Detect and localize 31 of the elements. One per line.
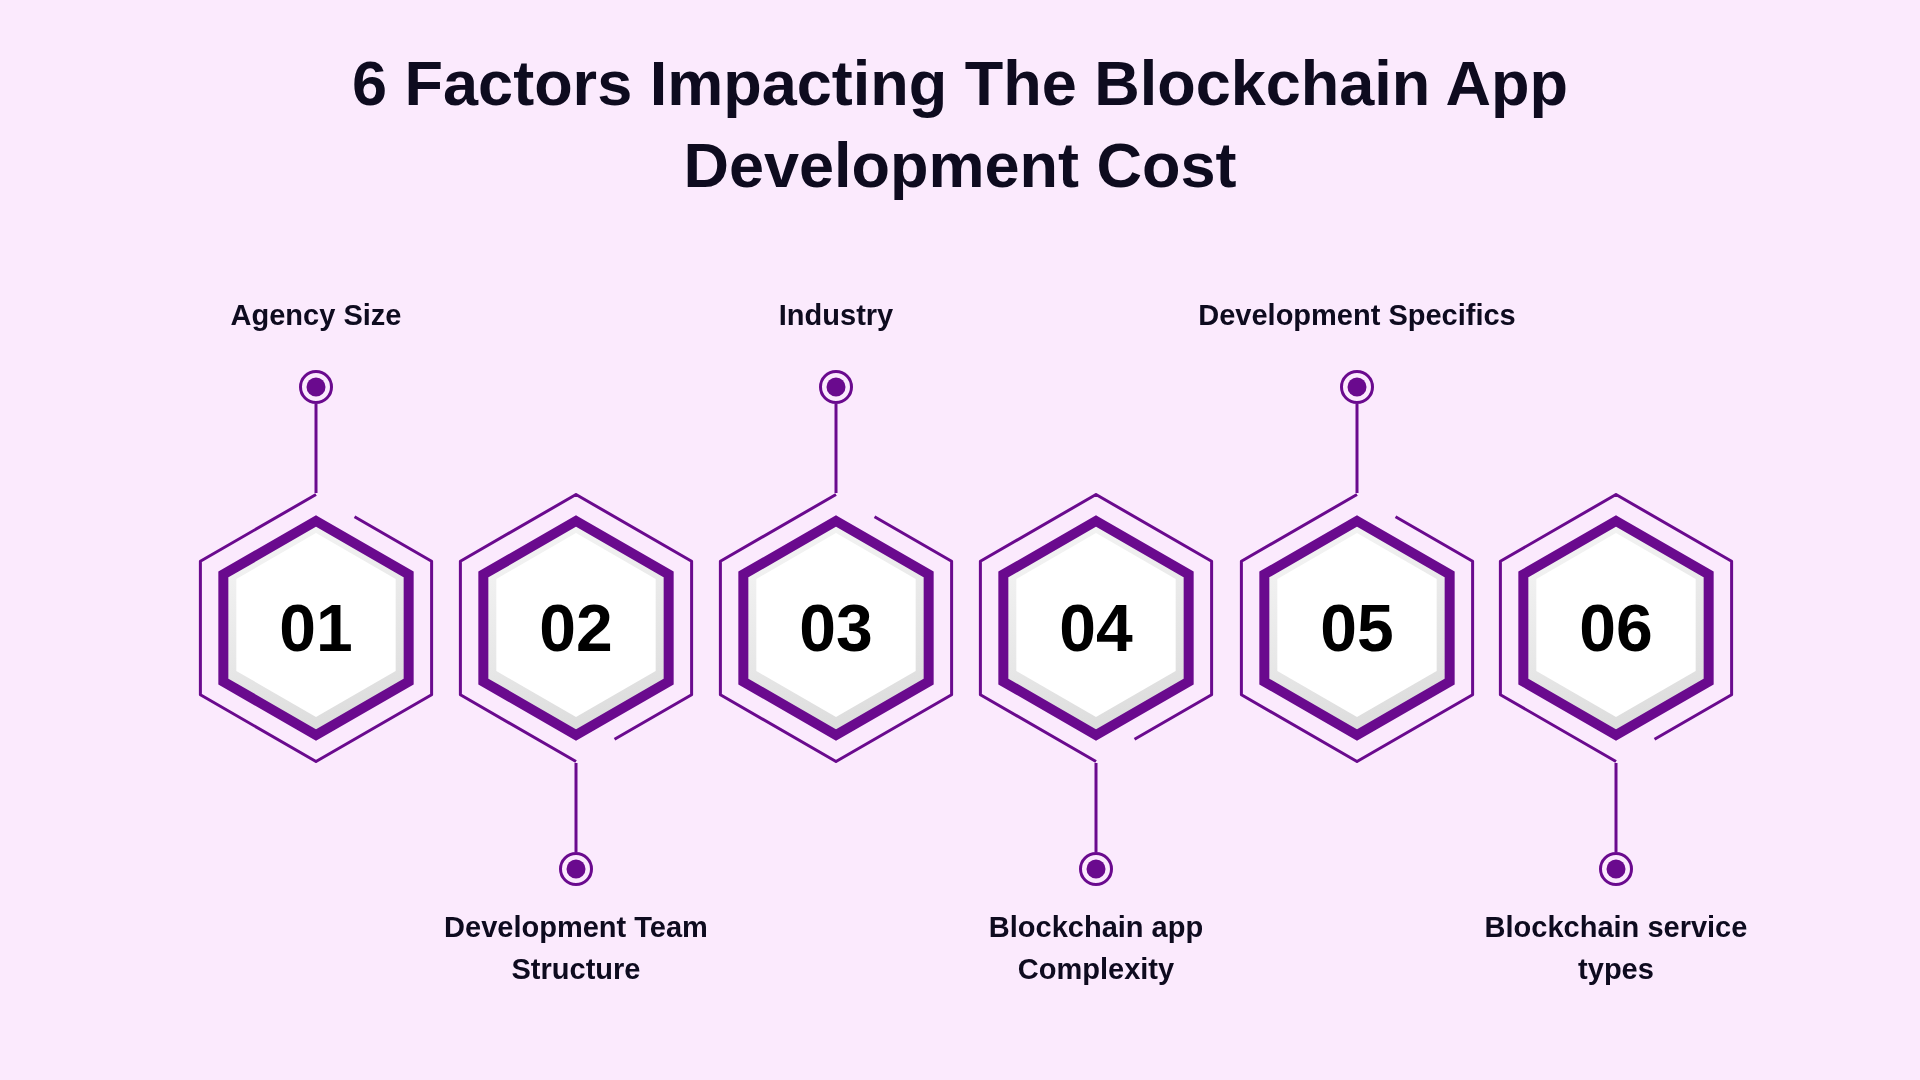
leader-line (1355, 404, 1359, 493)
step-number: 04 (1059, 595, 1133, 661)
factor-label: Agency Size (229, 298, 403, 333)
leader-line (1094, 763, 1098, 852)
ring-dot-icon (1599, 852, 1633, 886)
hexagon-badge (198, 493, 434, 763)
hexagon-badge (978, 493, 1214, 763)
ring-dot-icon (819, 370, 853, 404)
step-number: 05 (1320, 595, 1394, 661)
factor-label: Development Team Structure (443, 910, 709, 987)
hexagon-badge (718, 493, 954, 763)
ring-dot-icon (559, 852, 593, 886)
step-number: 03 (799, 595, 873, 661)
factor-label: Blockchain app Complexity (987, 910, 1205, 987)
leader-line (834, 404, 838, 493)
step-number: 06 (1579, 595, 1653, 661)
leader-line (574, 763, 578, 852)
ring-dot-icon (1340, 370, 1374, 404)
ring-dot-icon (299, 370, 333, 404)
factor-label: Blockchain service types (1483, 910, 1749, 987)
factor-label: Development Specifics (1197, 298, 1517, 333)
step-number: 02 (539, 595, 613, 661)
hexagon-badge (1239, 493, 1475, 763)
hexagon-badge (458, 493, 694, 763)
leader-line (1614, 763, 1618, 852)
leader-line (314, 404, 318, 493)
title: 6 Factors Impacting The Blockchain App Development Cost (351, 47, 1569, 202)
step-number: 01 (279, 595, 353, 661)
ring-dot-icon (1079, 852, 1113, 886)
factor-label: Industry (777, 298, 895, 333)
hexagon-badge (1498, 493, 1734, 763)
